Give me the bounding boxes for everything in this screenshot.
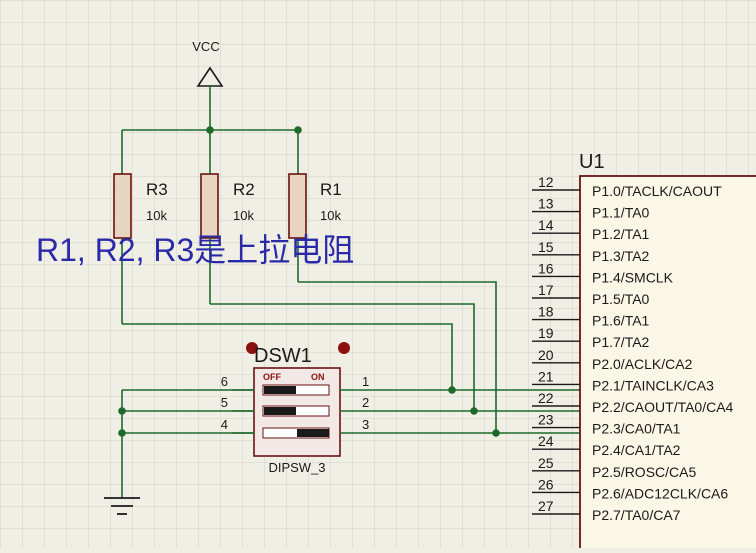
junction-dot (492, 429, 500, 437)
u1-pin-name: P1.4/SMCLK (592, 269, 674, 285)
junction-dot (118, 407, 126, 415)
ground-symbol (104, 390, 140, 515)
u1-pin-name: P1.5/TA0 (592, 291, 650, 307)
dip-switch-dsw1[interactable]: DSW1 OFF ON DIPSW_3 6 5 4 1 2 3 (221, 342, 369, 475)
junction-dot (470, 407, 478, 415)
dsw1-ref-label: DSW1 (254, 345, 312, 367)
dsw1-toggle-knob[interactable] (264, 386, 296, 394)
u1-pin-number: 12 (538, 174, 554, 190)
resistor-r1[interactable]: R1 10k (288, 130, 342, 282)
u1-pin-name: P2.7/TA0/CA7 (592, 507, 681, 523)
pullup-wires (122, 281, 497, 433)
u1-pin-name: P2.6/ADC12CLK/CA6 (592, 485, 728, 501)
r2-net-wire (210, 303, 475, 411)
u1-pin-number: 26 (538, 476, 554, 492)
u1-pin-name: P2.3/CA0/TA1 (592, 421, 681, 437)
u1-pin-number: 14 (538, 217, 554, 233)
u1-pin-name: P1.7/TA2 (592, 334, 650, 350)
r1-body (288, 173, 307, 239)
u1-pin-number: 23 (538, 412, 554, 428)
u1-pin-number: 18 (538, 304, 554, 320)
dsw1-pin-6: 6 (221, 374, 228, 389)
dsw1-pin-3: 3 (362, 417, 369, 432)
r3-body (113, 173, 132, 239)
dsw1-off-label: OFF (263, 372, 281, 382)
dsw1-on-label: ON (311, 372, 325, 382)
dsw1-marker-left (246, 342, 258, 354)
junction-dot (448, 386, 456, 394)
switch-to-mcu-wires (122, 386, 580, 437)
r3-ref-label: R3 (146, 180, 168, 199)
dsw1-part-label: DIPSW_3 (268, 460, 325, 475)
vcc-power-symbol[interactable]: VCC (192, 39, 224, 130)
u1-ref-label: U1 (579, 151, 605, 173)
u1-pin-number: 13 (538, 196, 554, 212)
u1-pin-name: P1.0/TACLK/CAOUT (592, 183, 722, 199)
dsw1-pin-1: 1 (362, 374, 369, 389)
vcc-label: VCC (192, 39, 219, 54)
r1-value-label: 10k (320, 208, 341, 223)
u1-pin-name: P1.6/TA1 (592, 313, 650, 329)
r2-body (200, 173, 219, 239)
r1-ref-label: R1 (320, 180, 342, 199)
u1-pin-name: P2.0/ACLK/CA2 (592, 356, 693, 372)
u1-pin-number: 19 (538, 325, 554, 341)
r3-net-wire (122, 323, 453, 390)
u1-body (579, 175, 756, 553)
u1-pin-number: 17 (538, 282, 554, 298)
dsw1-pin-4: 4 (221, 417, 228, 432)
u1-pin-number: 16 (538, 260, 554, 276)
pullup-annotation: R1, R2, R3是上拉电阻 (36, 232, 354, 268)
u1-pin-name: P1.2/TA1 (592, 226, 650, 242)
junction-dot (118, 429, 126, 437)
dsw1-marker-right (338, 342, 350, 354)
u1-pin-number: 20 (538, 347, 554, 363)
u1-pin-number: 27 (538, 498, 554, 514)
dsw1-toggle-knob[interactable] (264, 407, 296, 415)
r3-value-label: 10k (146, 208, 167, 223)
r2-value-label: 10k (233, 208, 254, 223)
u1-pin-name: P2.5/ROSC/CA5 (592, 464, 696, 480)
u1-pin-number: 22 (538, 390, 554, 406)
u1-pin-number: 25 (538, 455, 554, 471)
u1-pin-number: 21 (538, 368, 554, 384)
u1-pin-number: 15 (538, 239, 554, 255)
u1-pin-number: 24 (538, 433, 554, 449)
resistor-r2[interactable]: R2 10k (200, 130, 255, 304)
dsw1-pin-2: 2 (362, 395, 369, 410)
u1-pin-name: P2.1/TAINCLK/CA3 (592, 377, 714, 393)
u1-pin-name: P1.3/TA2 (592, 248, 650, 264)
u1-pin-name: P2.4/CA1/TA2 (592, 442, 681, 458)
r2-ref-label: R2 (233, 180, 255, 199)
dsw1-toggles[interactable] (262, 384, 330, 439)
dsw1-toggle-knob[interactable] (297, 429, 329, 437)
dsw1-pin-5: 5 (221, 395, 228, 410)
u1-pin-name: P1.1/TA0 (592, 205, 650, 221)
u1-pin-name: P2.2/CAOUT/TA0/CA4 (592, 399, 734, 415)
resistor-r3[interactable]: R3 10k (113, 130, 168, 324)
r1-net-wire (298, 281, 497, 433)
